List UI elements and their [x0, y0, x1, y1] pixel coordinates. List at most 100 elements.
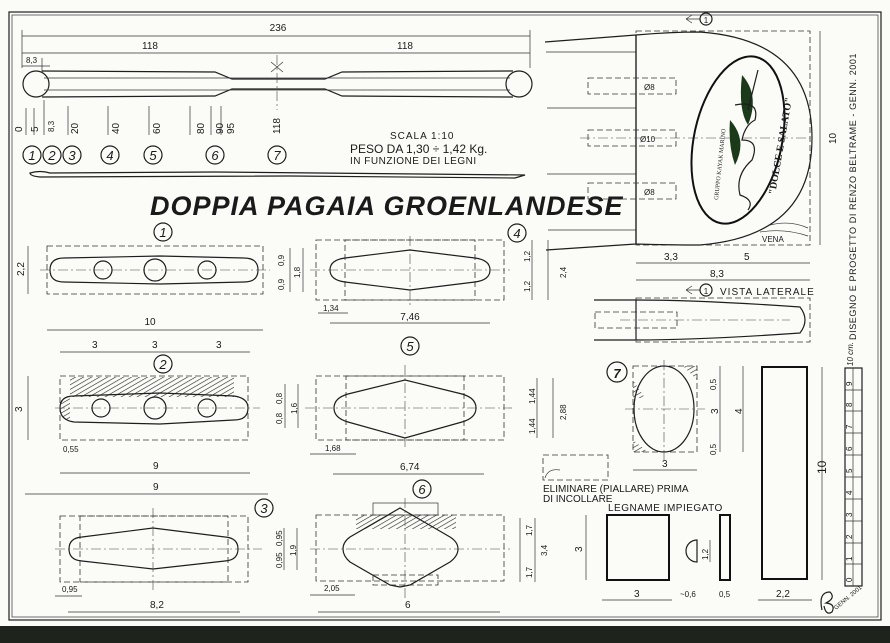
- paddle-top-view: [22, 55, 533, 110]
- section-1-label: 1: [159, 225, 166, 240]
- section-4-left-b: 0,9: [277, 254, 286, 266]
- station-label-2: 2: [47, 148, 56, 163]
- club-logo: GRUPPO KAYAK MARINO "DOLCE E SALATO": [690, 55, 795, 225]
- lumber-thin-strip: [719, 514, 731, 581]
- station-5: 5: [30, 126, 41, 132]
- lumber-round-height: 1,2: [701, 548, 710, 560]
- section-2-height: 3: [14, 406, 25, 412]
- section-5-total: 1,6: [290, 402, 299, 414]
- section-3: 3 0,95 0,95 1,9 0,95 8,2: [55, 498, 298, 613]
- section-4-right-total: 2,4: [559, 266, 568, 278]
- section-5-right-b: 1,44: [528, 388, 537, 404]
- ref-marker-top: 1: [704, 16, 709, 25]
- ruler-tick-9: 9: [845, 381, 854, 386]
- section-3-edge: 0,95: [62, 585, 78, 594]
- blade-length: 10: [828, 132, 839, 144]
- blade-width-b: 5: [744, 252, 750, 263]
- section-6-width: 6: [405, 600, 411, 611]
- section-7-mid: 3: [710, 408, 721, 414]
- section-6-label: 6: [418, 482, 426, 497]
- ruler-tick-6: 6: [845, 446, 854, 451]
- lumber-plank-height: 10: [815, 460, 829, 474]
- lumber-plank-width: 2,2: [776, 589, 790, 600]
- section-1: 1 2,2 10: [16, 222, 270, 331]
- section-5: 5 0,8 0,8 1,6 1,44 1,44 2,88 1,68 6,74: [275, 336, 568, 475]
- weight-line-2: IN FUNZIONE DEI LEGNI: [350, 156, 477, 167]
- section-6-right-a: 1,7: [525, 566, 534, 578]
- section-4-label: 4: [513, 226, 520, 241]
- signature-date: GENN. 2001: [833, 585, 863, 612]
- lumber-used: LEGNAME IMPIEGATO 3 3 1,2 ~0,6 0,5 10 2,…: [574, 366, 829, 601]
- section-7-total: 4: [734, 408, 745, 414]
- station-label-1: 1: [28, 148, 35, 163]
- station-label-4: 4: [106, 148, 113, 163]
- station-8-3: 8,3: [47, 120, 56, 132]
- paddle-side-profile: [29, 170, 526, 179]
- section-2-label: 2: [158, 357, 167, 372]
- station-60: 60: [152, 122, 163, 134]
- hole-bottom-diameter: Ø8: [644, 188, 655, 197]
- section-6-right-b: 1,7: [525, 524, 534, 536]
- blade-width-total: 8,3: [710, 269, 724, 280]
- station-labels: 1 2 3 4 5 6 7: [22, 145, 287, 165]
- tip-length: 8,3: [26, 56, 38, 65]
- author-credit: DISEGNO E PROGETTO DI RENZO BELTRAME - G…: [848, 53, 858, 340]
- section-5-edge: 1,68: [325, 444, 341, 453]
- station-0: 0: [14, 126, 25, 132]
- lumber-round-width: ~0,6: [680, 590, 696, 599]
- section-6: 6 2,05 6 1,7 1,7 3,4: [310, 479, 549, 613]
- section-4-right-a: 1,2: [523, 280, 532, 292]
- section-7-label: 7: [613, 366, 621, 381]
- lumber-plank: [761, 366, 808, 580]
- lumber-block-height: 3: [574, 546, 585, 552]
- ruler-tick-2: 2: [845, 534, 854, 539]
- ruler-tick-1: 1: [845, 556, 854, 561]
- blade-tip-detail: Ø8 Ø10 Ø8 VENA 10 1 GRUPPO KAYAK MARINO …: [544, 12, 839, 343]
- section-3-width: 8,2: [150, 600, 164, 611]
- section-3-label: 3: [260, 501, 268, 516]
- station-20: 20: [70, 122, 81, 134]
- logo-team-name: "DOLCE E SALATO": [767, 97, 795, 196]
- logo-club-name: GRUPPO KAYAK MARINO: [714, 128, 728, 200]
- section-4-width: 7,46: [400, 312, 420, 323]
- planing-note: ELIMINARE (PIALLARE) PRIMA DI INCOLLARE: [542, 454, 689, 505]
- scale-ruler: 10 cm. 0 1 2 3 4 5 6 7 8 9: [844, 342, 863, 587]
- ruler-unit: 10 cm.: [846, 342, 855, 366]
- ruler-tick-4: 4: [845, 490, 854, 495]
- ruler-tick-8: 8: [845, 402, 854, 407]
- ruler-tick-3: 3: [845, 512, 854, 517]
- section-1-height: 2,2: [16, 262, 27, 276]
- section-3-a: 0,95: [275, 552, 284, 568]
- station-label-6: 6: [211, 148, 219, 163]
- sheet-border: [8, 11, 882, 621]
- overall-dimensions: 236 118 118 8,3: [21, 23, 531, 72]
- note-line-2: DI INCOLLARE: [543, 494, 613, 505]
- section-4-left-a: 0,9: [277, 278, 286, 290]
- hole-mid-diameter: Ø10: [640, 135, 656, 144]
- section-2-top-a: 3: [92, 340, 98, 351]
- section-6-edge: 2,05: [324, 584, 340, 593]
- total-length: 236: [270, 23, 287, 34]
- station-118: 118: [272, 118, 283, 134]
- section-1-width: 10: [144, 317, 156, 328]
- section-3-b: 0,95: [275, 530, 284, 546]
- signature: GENN. 2001: [820, 585, 864, 614]
- weight-line-1: PESO DA 1,30 ÷ 1,42 Kg.: [350, 142, 487, 156]
- section-4-edge: 1,34: [323, 304, 339, 313]
- station-label-7: 7: [273, 148, 281, 163]
- section-5-right-total: 2,88: [559, 404, 568, 420]
- section-4: 4 0,9 0,9 1,8 1,2 1,2 2,4 1,34 7,46: [277, 223, 568, 324]
- lumber-block-width: 3: [634, 589, 640, 600]
- hole-top-diameter: Ø8: [644, 83, 655, 92]
- half-length-left: 118: [142, 41, 158, 52]
- section-2-top-b: 3: [152, 340, 158, 351]
- section-2-width-b: 9: [153, 482, 159, 493]
- grain-label: VENA: [762, 235, 784, 244]
- note-line-1: ELIMINARE (PIALLARE) PRIMA: [543, 484, 689, 495]
- scale-label: SCALA 1:10: [390, 131, 454, 142]
- station-marks: 0 5 8,3 20 40 60 80 90 95 118: [14, 100, 283, 135]
- scan-edge: [0, 626, 890, 643]
- station-label-3: 3: [68, 148, 76, 163]
